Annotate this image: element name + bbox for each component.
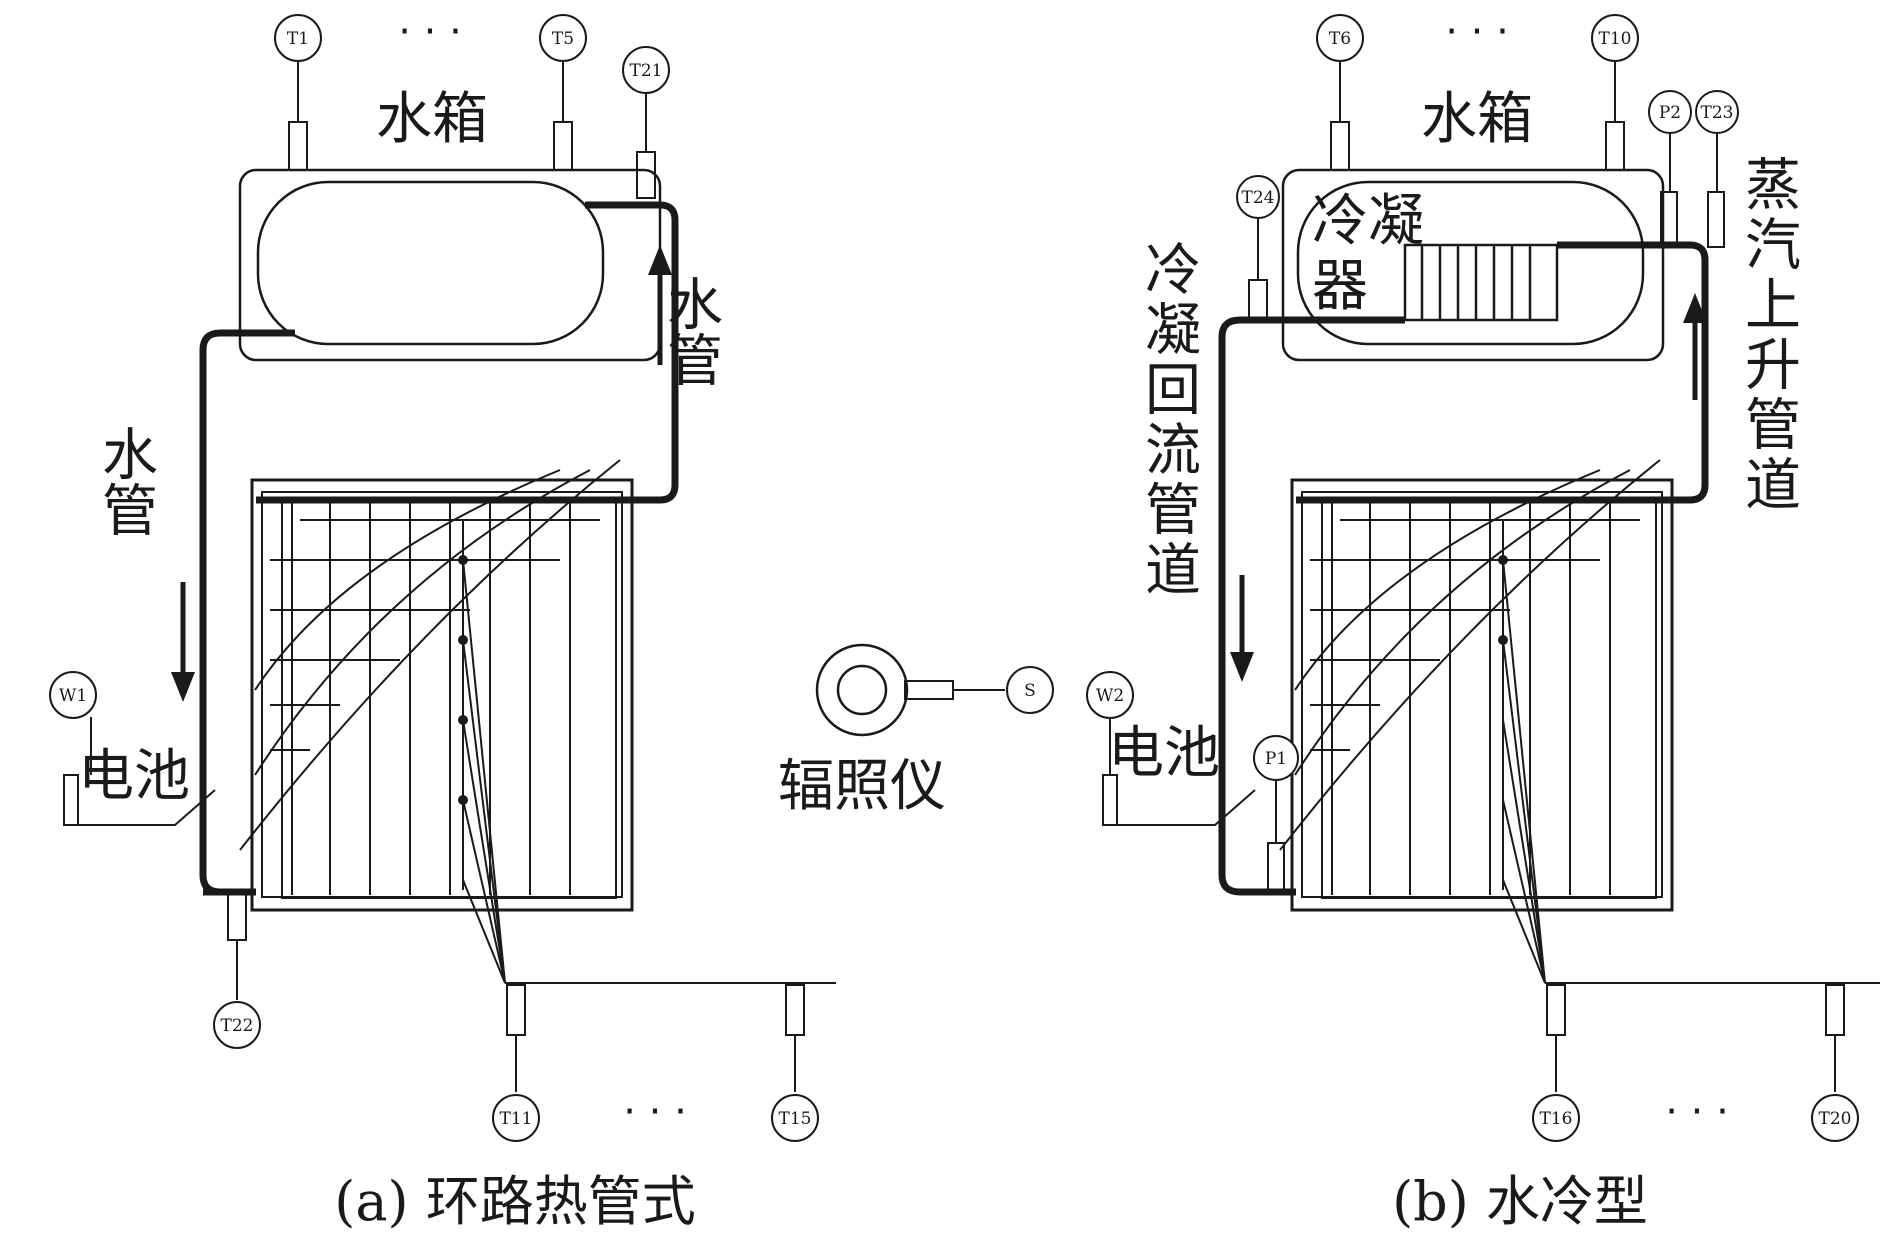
water-pipe-label-left: 水管 (93, 425, 158, 537)
sensor-circle-t16 (1532, 1094, 1580, 1142)
ellipsis-bottom-right: · · · (1665, 1089, 1729, 1135)
sensor-circle-t20 (1811, 1094, 1859, 1142)
pv-strips (291, 500, 571, 895)
sensor-label-p1: P1 (1265, 749, 1287, 769)
ellipsis-top-left: · · · (398, 9, 462, 55)
condenser-label-line2: 器 (1312, 254, 1368, 319)
sensor-circle-t6 (1316, 14, 1364, 62)
sensor-label-p2: P2 (1659, 103, 1681, 123)
sensor-label-t23: T23 (1701, 103, 1734, 123)
sensor-circle-p1 (1253, 735, 1299, 781)
caption-a: (a) 环路热管式 (334, 1170, 696, 1233)
sensor-port (785, 984, 805, 1036)
water-pipe-label-right: 水管 (658, 275, 723, 387)
pv-frame-inner (261, 491, 623, 898)
thermocouple-leads (458, 520, 506, 984)
battery-port (63, 774, 79, 826)
sensor-circle-t21 (622, 46, 670, 94)
heat-pipe-grid (239, 459, 621, 851)
sensor-circle-w2 (1086, 671, 1134, 719)
sensor-label-t5: T5 (552, 29, 574, 49)
sensor-circle-t24 (1236, 175, 1280, 219)
sensor-circle-t10 (1591, 14, 1639, 62)
sensor-circle-s (1006, 666, 1054, 714)
sensor-circle-t23 (1695, 90, 1739, 134)
sensor-label-w1: W1 (59, 686, 87, 706)
water-tank-inner (256, 180, 605, 346)
pyranometer-label: 辐照仪 (778, 754, 946, 819)
vapor-riser-pipe (1296, 241, 1709, 504)
flow-arrow-down (171, 672, 195, 702)
water-tank-outer-b (1281, 168, 1665, 362)
condenser-coil (1403, 243, 1559, 322)
water-tank-label-b: 水箱 (1421, 87, 1533, 152)
panel-a-loop-heat-pipe (49, 14, 836, 1142)
sensor-port (553, 121, 573, 171)
ellipsis-bottom-left: · · · (623, 1089, 687, 1135)
sensor-circle-t22 (213, 1001, 261, 1049)
battery-label-left: 电池 (78, 744, 190, 809)
sensor-port (288, 121, 308, 171)
water-tank-outer (238, 168, 662, 362)
sensor-circle-t11 (492, 1094, 540, 1142)
sensor-circle-w1 (49, 671, 97, 719)
caption-b: (b) 水冷型 (1392, 1170, 1648, 1233)
panel-b-labels: T6 T10 P2 T23 T24 W2 P1 T16 T20 · · · · … (1096, 9, 1852, 1233)
sensor-label-t6: T6 (1329, 29, 1351, 49)
panel-b-water-cooled (1086, 14, 1880, 1142)
sensor-circle-t5 (539, 14, 587, 62)
condensate-return-pipe (1218, 316, 1405, 896)
sensor-label-t16: T16 (1540, 1109, 1573, 1129)
sensor-label-w2: W2 (1096, 686, 1124, 706)
pyranometer (815, 643, 1054, 737)
water-tank-inner-b (1296, 180, 1645, 346)
sensor-circle-t1 (274, 14, 322, 62)
sensor-label-t1: T1 (287, 29, 309, 49)
sensor-label-t20: T20 (1819, 1109, 1852, 1129)
return-pipe-label: 冷凝回流管道 (1136, 240, 1201, 600)
panel-a-labels: T1 T5 T21 T22 W1 T11 T15 · · · · · · 水箱 … (59, 9, 812, 1233)
condenser-label-line1: 冷凝 (1312, 189, 1424, 254)
water-tank-label: 水箱 (376, 87, 488, 152)
sensor-label-t24: T24 (1242, 188, 1275, 208)
flow-arrow-up (648, 245, 672, 275)
battery-label-right: 电池 (1108, 721, 1220, 786)
sensor-label-t22: T22 (221, 1016, 254, 1036)
sensor-label-t10: T10 (1599, 29, 1632, 49)
sensor-label-t15: T15 (779, 1109, 812, 1129)
vapor-pipe-label: 蒸汽上升管道 (1736, 155, 1801, 515)
sensor-port (227, 891, 247, 941)
sensor-label-t21: T21 (630, 61, 663, 81)
sensor-port (506, 984, 526, 1036)
sensor-label-t11: T11 (500, 1109, 533, 1129)
pv-frame-outer (250, 478, 634, 912)
sensor-port (636, 151, 656, 199)
sensor-circle-p2 (1648, 90, 1692, 134)
loop-pipe (256, 201, 679, 504)
sensor-label-s: S (1024, 681, 1036, 701)
ellipsis-top-right: · · · (1445, 9, 1509, 55)
sensor-circle-t15 (771, 1094, 819, 1142)
